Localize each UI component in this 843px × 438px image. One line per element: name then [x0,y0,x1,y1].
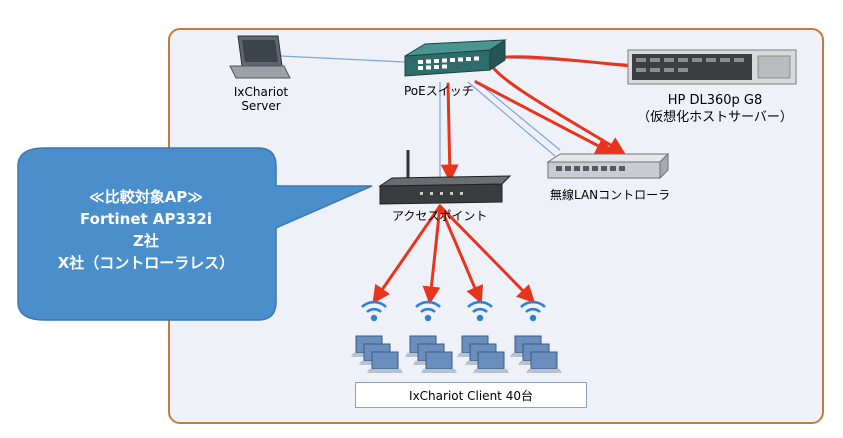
hp-server-label-line-2: （仮想化ホストサーバー） [637,110,793,125]
arrow-ap-to-client-1 [372,204,442,304]
wlan-controller-label: 無線LANコントローラ [550,188,671,202]
wifi-icon [361,300,387,322]
wifi-icon [467,300,493,322]
arrow-hp-to-controller [489,55,632,155]
callout-text: ≪比較対象AP≫ Fortinet AP332i Z社 X社（コントローラレス） [28,186,264,274]
laptop-stack-icon [405,335,457,373]
arrow-ap-to-client-2 [422,204,442,305]
wifi-icon [520,300,546,322]
callout-line-3: X社（コントローラレス） [57,254,235,272]
link-switch-controller [474,79,561,151]
client-label-box: IxChariot Client 40台 [355,382,587,408]
arrow-ap-to-client-4 [438,204,536,304]
laptop-stack-icon [351,335,403,373]
link-switch-controller-2 [467,81,556,157]
callout-line-2: Z社 [133,232,159,250]
client-label: IxChariot Client 40台 [409,388,533,403]
link-server-switch [279,55,406,63]
poe-switch-icon [404,39,507,77]
wifi-icon [415,300,441,322]
ixchariot-server-label: IxChariot Server [226,85,296,113]
poe-switch-label: PoEスイッチ [404,84,474,98]
laptop-stack-icon [457,335,509,373]
arrow-switch-to-controller [474,80,614,155]
access-point-label: アクセスポイント [392,209,488,223]
hp-server-label-line-1: HP DL360p G8 [667,93,763,108]
arrow-ap-to-client-3 [438,204,483,305]
ixchariot-server-label-line-1: IxChariot [233,85,289,99]
laptop-stack-icon [510,335,562,373]
callout-line-1: Fortinet AP332i [80,210,212,228]
access-point-icon [378,150,512,205]
hp-server-label: HP DL360p G8 （仮想化ホストサーバー） [620,92,810,126]
arrow-switch-to-ap [440,82,459,183]
callout-bubble [17,147,373,321]
rack-server-icon [627,49,797,85]
laptop-icon [229,35,291,79]
callout-title: ≪比較対象AP≫ [88,188,203,206]
wlan-controller-icon [546,152,670,180]
ixchariot-server-label-line-2: Server [241,99,281,113]
